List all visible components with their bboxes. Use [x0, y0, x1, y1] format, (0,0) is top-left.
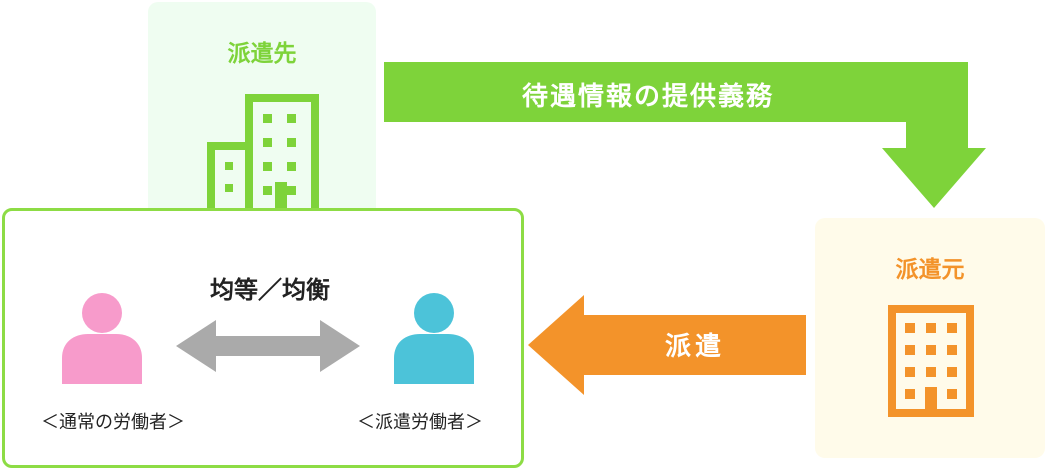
dispatched-worker-person-icon	[394, 293, 474, 384]
balance-double-arrow	[176, 320, 360, 372]
client-box	[148, 2, 376, 240]
dispatched-worker-label: ＜派遣労働者＞	[357, 412, 483, 433]
regular-worker-person-icon	[62, 293, 142, 384]
agency-building-icon	[888, 305, 974, 417]
balance-label: 均等／均衡	[210, 276, 330, 304]
client-title: 派遣先	[227, 41, 297, 67]
dispatch-arrow	[528, 295, 806, 395]
regular-worker-label: ＜通常の労働者＞	[41, 412, 185, 433]
agency-title: 派遣元	[895, 257, 965, 283]
duty-arrow-label: 待遇情報の提供義務	[521, 82, 774, 112]
agency-box	[815, 218, 1045, 458]
client-building-icon	[207, 94, 319, 216]
dispatch-arrow-label: 派遣	[664, 332, 725, 362]
duty-arrow	[384, 62, 986, 208]
